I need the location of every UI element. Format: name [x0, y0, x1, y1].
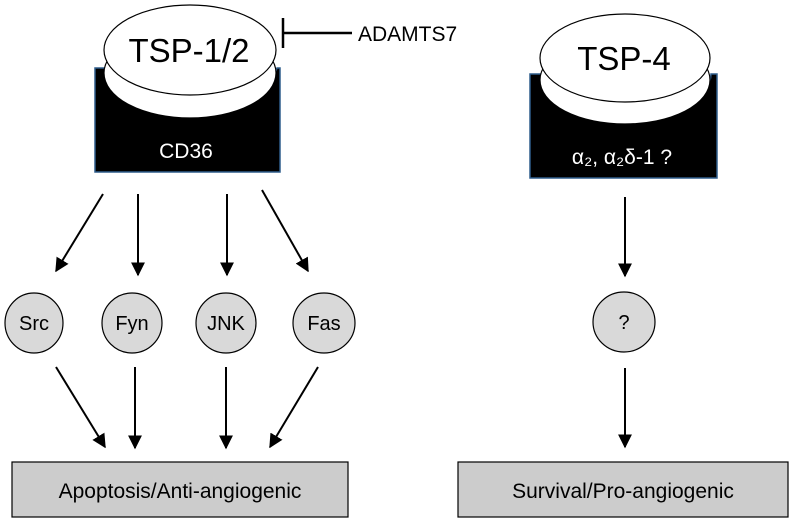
- fas-label: Fas: [307, 313, 340, 335]
- receptor-to-effector-arrows: [55, 189, 309, 277]
- alpha2delta1-label: α₂, α₂δ-1 ?: [572, 146, 672, 169]
- unknown-label: ?: [618, 312, 629, 334]
- effector-fyn: Fyn: [101, 292, 163, 354]
- effector-fas: Fas: [292, 292, 356, 354]
- adamts7-inhibition: ADAMTS7: [281, 18, 457, 48]
- effector-unknown: ?: [592, 291, 656, 353]
- tsp12-ligand: TSP-1/2: [103, 4, 277, 119]
- src-label: Src: [19, 313, 49, 335]
- tsp4-ligand: TSP-4: [539, 13, 711, 125]
- tsp4-label: TSP-4: [577, 40, 671, 77]
- effector-src: Src: [4, 292, 64, 354]
- fyn-label: Fyn: [115, 313, 148, 335]
- tsp12-label: TSP-1/2: [128, 32, 249, 69]
- apoptosis-label: Apoptosis/Anti-angiogenic: [59, 480, 302, 503]
- survival-label: Survival/Pro-angiogenic: [512, 480, 734, 503]
- adamts7-label: ADAMTS7: [358, 23, 457, 46]
- outcome-survival: Survival/Pro-angiogenic: [457, 461, 789, 518]
- effector-jnk: JNK: [195, 292, 257, 354]
- outcome-apoptosis: Apoptosis/Anti-angiogenic: [11, 461, 349, 518]
- effector-to-outcome-arrows: [55, 366, 319, 450]
- cd36-label: CD36: [159, 140, 213, 163]
- jnk-label: JNK: [207, 313, 245, 335]
